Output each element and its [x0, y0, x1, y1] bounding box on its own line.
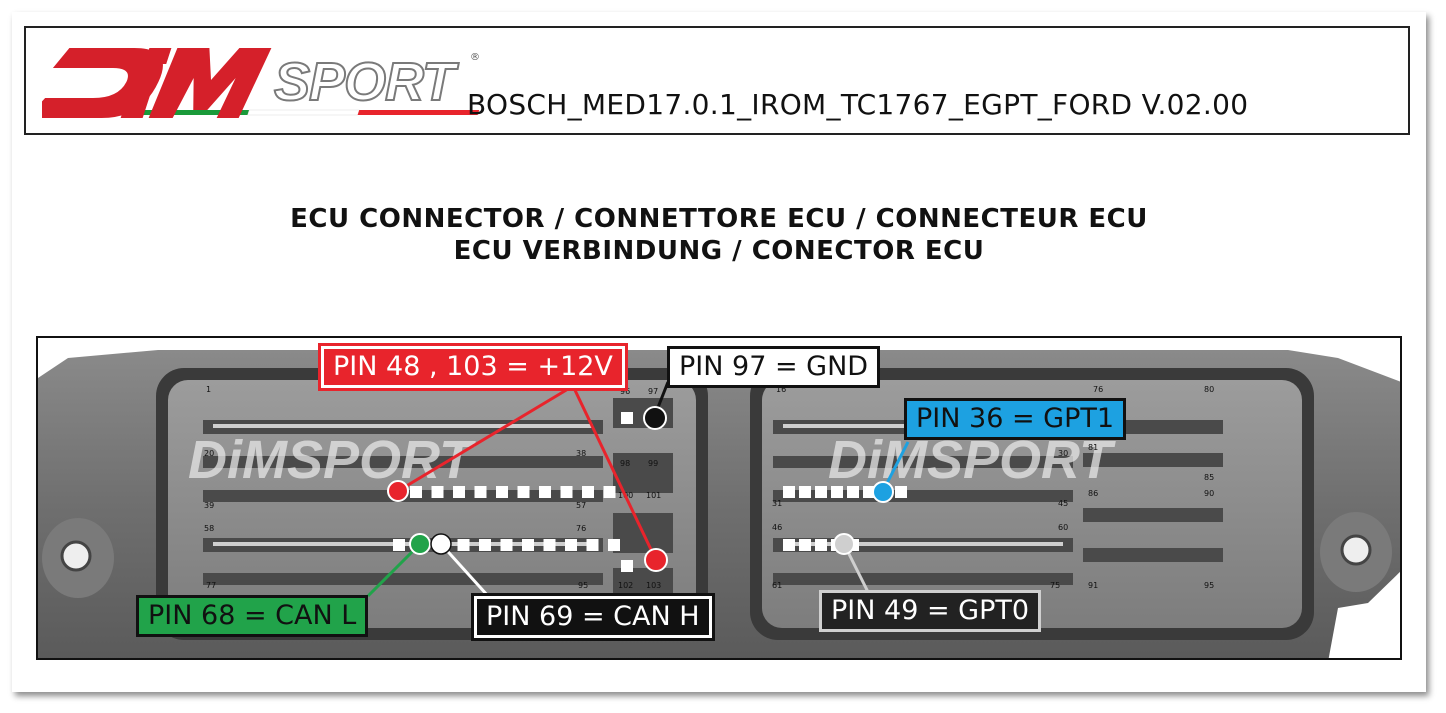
pin-marker-row4-2: [815, 539, 827, 551]
pin-num-103: 103: [646, 581, 661, 590]
leader-power-48: [397, 384, 574, 493]
pin-marker-row1-3: [474, 486, 487, 498]
pin-69-dot: [430, 533, 452, 555]
pin-num-97: 97: [648, 387, 658, 396]
pin-marker-row1-2: [453, 486, 465, 498]
logo-sport-text: SPORT: [274, 52, 459, 112]
pin-48-dot: [387, 480, 409, 502]
pin-num-31: 31: [772, 499, 782, 508]
watermark-left: DiMSPORT: [188, 430, 476, 490]
pin-marker-row2-4: [479, 539, 491, 551]
pin-num-91: 91: [1088, 581, 1098, 590]
svg-text:®: ®: [470, 52, 480, 63]
pin-marker-row1-8: [582, 486, 594, 498]
leader-canl: [366, 542, 422, 598]
label-gpt1-pin: PIN 36 = GPT1: [904, 398, 1127, 440]
pin-marker-gnd-0: [621, 412, 633, 424]
dimsport-logo: SPORT ®: [42, 48, 480, 118]
pin-36-dot: [872, 481, 894, 503]
pin-num-57: 57: [576, 501, 586, 510]
pin-97-dot: [643, 406, 667, 430]
pin-num-77: 77: [206, 581, 216, 590]
pin-num-30: 30: [1058, 449, 1068, 458]
pin-num-45: 45: [1058, 499, 1068, 508]
pin-marker-row2-0: [393, 539, 405, 551]
pin-num-20: 20: [204, 449, 214, 458]
leader-power-103: [571, 385, 658, 561]
pin-num-81: 81: [1088, 443, 1098, 452]
label-ground-pin: PIN 97 = GND: [667, 346, 881, 388]
pin-marker-row3-4: [847, 486, 859, 498]
pin-marker-row3-5: [863, 486, 875, 498]
pin-marker-row1-0: [410, 486, 422, 498]
pin-marker-row2-3: [457, 539, 470, 551]
pin-marker-row1-7: [560, 486, 573, 498]
pin-103-dot: [644, 548, 668, 572]
pin-marker-row1-1: [431, 486, 444, 498]
pin-marker-row3-3: [831, 486, 843, 498]
leader-canh: [439, 542, 490, 598]
pin-num-1: 1: [206, 385, 211, 394]
document-title: BOSCH_MED17.0.1_IROM_TC1767_EGPT_FORD V.…: [467, 88, 1249, 121]
pin-marker-row2-6: [522, 539, 534, 551]
pin-num-16: 16: [776, 385, 786, 394]
pin-num-76r: 76: [1093, 385, 1103, 394]
label-can-l-pin: PIN 68 = CAN L: [136, 595, 369, 637]
section-title-line1: ECU CONNECTOR / CONNETTORE ECU / CONNECT…: [290, 204, 1148, 234]
connector-diagram: DiMSPORT DiMSPORT 1 20 39 58 77 38 57 76…: [36, 336, 1402, 660]
pin-num-46: 46: [772, 523, 782, 532]
pin-marker-row3-7: [895, 486, 907, 498]
pin-num-61: 61: [772, 581, 782, 590]
pin-marker-row2-10: [608, 539, 620, 551]
label-power-pins: PIN 48 , 103 = +12V: [318, 343, 628, 391]
pin-marker-103-0: [621, 560, 633, 572]
pin-marker-row4-1: [799, 539, 811, 551]
pin-marker-row2-9: [586, 539, 599, 551]
pin-marker-row1-4: [496, 486, 508, 498]
pin-num-90: 90: [1204, 489, 1214, 498]
pin-marker-row2-7: [543, 539, 556, 551]
pin-num-86: 86: [1088, 489, 1098, 498]
pin-num-98: 98: [620, 459, 630, 468]
pin-marker-row2-8: [565, 539, 577, 551]
pin-num-75: 75: [1050, 581, 1060, 590]
header-box: [24, 26, 1410, 135]
pin-num-99: 99: [648, 459, 658, 468]
pin-marker-row3-1: [799, 486, 811, 498]
pin-num-101: 101: [646, 491, 661, 500]
pin-num-38: 38: [576, 449, 586, 458]
pin-num-76: 76: [576, 524, 586, 533]
pin-marker-row1-9: [603, 486, 616, 498]
pin-num-80: 80: [1204, 385, 1214, 394]
pin-68-dot: [409, 533, 431, 555]
pin-num-39: 39: [204, 501, 214, 510]
pin-49-dot: [833, 533, 855, 555]
section-title-line2: ECU VERBINDUNG / CONECTOR ECU: [453, 236, 985, 266]
document-page: SPORT ® BOSCH_MED17.0.1_IROM_TC1767_EGPT…: [12, 12, 1426, 692]
pin-marker-row1-6: [539, 486, 551, 498]
pin-num-96: 96: [620, 387, 630, 396]
label-can-h-pin: PIN 69 = CAN H: [471, 593, 715, 641]
pin-marker-row1-5: [517, 486, 530, 498]
pin-num-58: 58: [204, 524, 214, 533]
pin-num-95: 95: [578, 581, 588, 590]
pin-marker-row3-0: [783, 486, 795, 498]
pin-num-85: 85: [1204, 473, 1214, 482]
pin-marker-row2-5: [500, 539, 513, 551]
pin-num-60: 60: [1058, 523, 1068, 532]
label-gpt0-pin: PIN 49 = GPT0: [819, 590, 1042, 632]
pin-num-102: 102: [618, 581, 633, 590]
pin-marker-row4-0: [783, 539, 795, 551]
pin-marker-row3-2: [815, 486, 827, 498]
pin-num-95r: 95: [1204, 581, 1214, 590]
watermark-right: DiMSPORT: [828, 430, 1116, 490]
